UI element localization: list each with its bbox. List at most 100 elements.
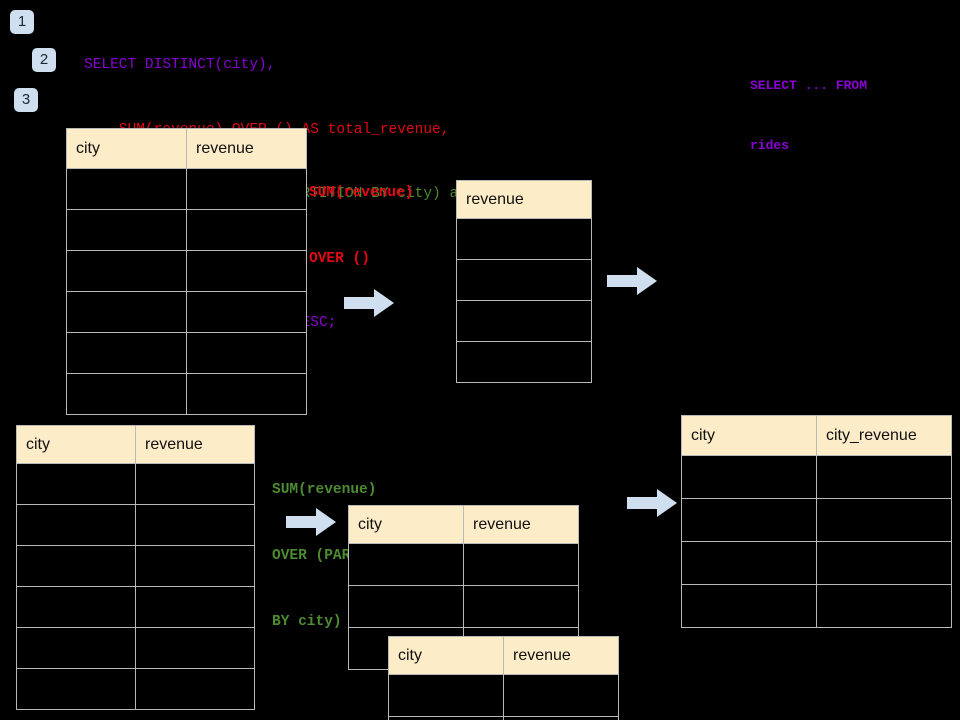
table-row (66, 168, 307, 210)
cell-city (16, 627, 136, 669)
table-row (16, 668, 255, 710)
table-row (66, 250, 307, 292)
cell-city-revenue (816, 541, 952, 585)
cell-revenue (186, 332, 307, 374)
cell-revenue (186, 250, 307, 292)
table-row (16, 586, 255, 628)
table-row (16, 545, 255, 587)
cell-revenue (135, 668, 255, 710)
table-row (681, 455, 952, 499)
cell-city (681, 584, 817, 628)
cell-city (16, 504, 136, 546)
arrow-bottom-right-icon (627, 489, 677, 517)
table-row (681, 541, 952, 585)
table-header-row: city revenue (66, 128, 307, 169)
arrow-top-right-icon (607, 267, 657, 295)
table-row (66, 373, 307, 415)
cell-city (16, 668, 136, 710)
column-header-revenue: revenue (463, 505, 579, 544)
cell-revenue (456, 259, 592, 301)
table-row (66, 332, 307, 374)
cell-revenue (135, 627, 255, 669)
table-total-revenue-intermediate: revenue (456, 180, 592, 383)
table-row (388, 674, 619, 717)
table-row (456, 300, 592, 342)
annotation-sum-over-partition-line-1: SUM(revenue) (272, 482, 377, 498)
table-row (16, 627, 255, 669)
side-note-line-1: SELECT ... FROM (750, 78, 868, 93)
cell-revenue (135, 504, 255, 546)
cell-revenue (186, 291, 307, 333)
column-header-city: city (388, 636, 504, 675)
cell-city (348, 543, 464, 586)
cell-revenue (135, 586, 255, 628)
side-note-line-2: rides (750, 138, 790, 153)
cell-revenue (135, 545, 255, 587)
table-row (388, 716, 619, 720)
cell-city (388, 674, 504, 717)
table-partition-group-front: city revenue (388, 636, 619, 720)
cell-revenue (456, 341, 592, 383)
cell-city (66, 209, 187, 251)
cell-revenue (186, 373, 307, 415)
cell-revenue (186, 209, 307, 251)
table-row (16, 504, 255, 546)
cell-revenue (503, 674, 619, 717)
table-header-row: revenue (456, 180, 592, 219)
table-row (66, 209, 307, 251)
column-header-city: city (681, 415, 817, 456)
table-row (681, 498, 952, 542)
step-badge-3: 3 (14, 88, 38, 112)
sql-line-select: SELECT DISTINCT(city), (84, 57, 276, 73)
table-row (456, 218, 592, 260)
side-note-select-from: SELECT ... FROM rides (750, 36, 867, 196)
cell-city-revenue (816, 455, 952, 499)
annotation-sum-over-all-line-2: OVER () (309, 251, 370, 267)
cell-revenue (456, 300, 592, 342)
cell-revenue (463, 543, 579, 586)
cell-revenue (186, 168, 307, 210)
table-header-row: city city_revenue (681, 415, 952, 456)
column-header-revenue: revenue (135, 425, 255, 464)
cell-city (681, 455, 817, 499)
cell-city-revenue (816, 498, 952, 542)
cell-city (66, 332, 187, 374)
cell-city-revenue (816, 584, 952, 628)
table-row (16, 463, 255, 505)
column-header-city: city (348, 505, 464, 544)
table-final-result: city city_revenue (681, 415, 952, 628)
cell-city (348, 585, 464, 628)
table-row (348, 543, 579, 586)
table-header-row: city revenue (16, 425, 255, 464)
cell-revenue (503, 716, 619, 720)
cell-city (681, 541, 817, 585)
table-row (456, 341, 592, 383)
cell-city (16, 545, 136, 587)
cell-city (66, 250, 187, 292)
table-row (456, 259, 592, 301)
table-header-row: city revenue (348, 505, 579, 544)
cell-city (66, 373, 187, 415)
table-header-row: city revenue (388, 636, 619, 675)
cell-city (16, 586, 136, 628)
column-header-city: city (66, 128, 187, 169)
arrow-top-left-icon (344, 289, 394, 317)
step-badge-2: 2 (32, 48, 56, 72)
column-header-city-revenue: city_revenue (816, 415, 952, 456)
cell-city (681, 498, 817, 542)
table-row (348, 585, 579, 628)
arrow-bottom-left-icon (286, 508, 336, 536)
cell-city (66, 291, 187, 333)
annotation-sum-over-all: SUM(revenue) OVER () (309, 138, 413, 314)
cell-city (66, 168, 187, 210)
column-header-revenue: revenue (456, 180, 592, 219)
step-badge-1: 1 (10, 10, 34, 34)
column-header-city: city (16, 425, 136, 464)
column-header-revenue: revenue (186, 128, 307, 169)
column-header-revenue: revenue (503, 636, 619, 675)
cell-city (388, 716, 504, 720)
table-rides-source-top: city revenue (66, 128, 307, 415)
cell-revenue (456, 218, 592, 260)
table-row (681, 584, 952, 628)
